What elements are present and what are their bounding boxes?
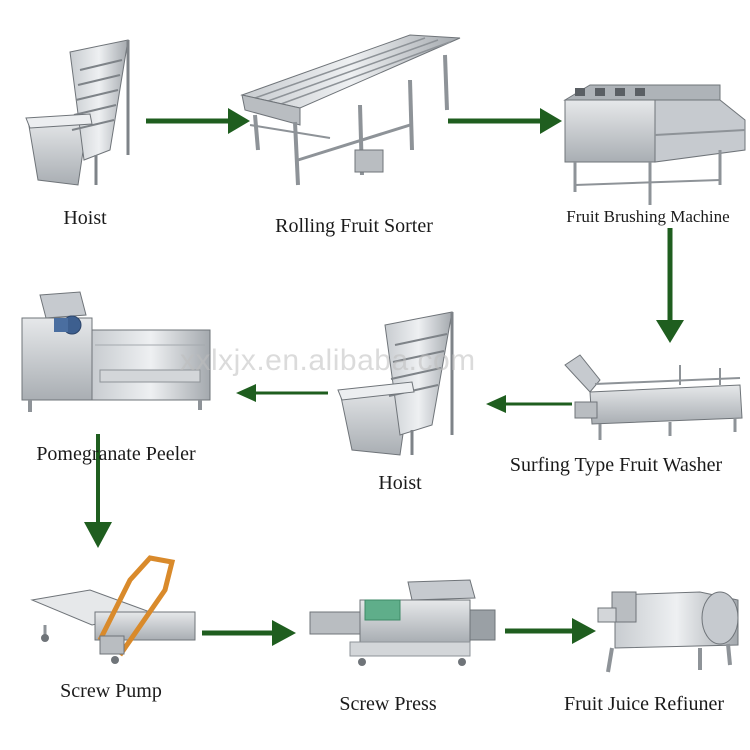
arrow-sorter-to-brushing bbox=[448, 108, 562, 134]
arrow-hoist-to-peeler bbox=[236, 384, 328, 402]
label-pomegranate-peeler: Pomegranate Peeler bbox=[36, 443, 196, 465]
arrow-press-to-refiner bbox=[505, 618, 596, 644]
label-fruit-juice-refiner: Fruit Juice Refiuner bbox=[564, 693, 724, 715]
arrow-pump-to-press bbox=[202, 620, 296, 646]
label-rolling-fruit-sorter: Rolling Fruit Sorter bbox=[275, 215, 433, 237]
label-screw-press: Screw Press bbox=[339, 693, 437, 715]
label-fruit-brushing-machine: Fruit Brushing Machine bbox=[566, 207, 730, 226]
label-screw-pump: Screw Pump bbox=[60, 680, 162, 702]
arrow-hoist-to-sorter bbox=[146, 108, 250, 134]
arrow-washer-to-hoist bbox=[486, 395, 572, 413]
watermark-text: xxlxjx.en.alibaba.com bbox=[180, 344, 476, 377]
pomegranate-peeler-machine bbox=[21, 291, 211, 412]
hoist-2-machine bbox=[337, 311, 454, 456]
label-hoist-1: Hoist bbox=[63, 207, 107, 229]
screw-press-machine bbox=[309, 579, 496, 666]
fruit-brushing-machine-unit bbox=[563, 84, 746, 205]
label-hoist-2: Hoist bbox=[378, 472, 422, 494]
surfing-type-fruit-washer-unit bbox=[564, 354, 743, 440]
hoist-1-machine bbox=[25, 39, 130, 186]
fruit-juice-refiner-machine bbox=[597, 591, 739, 673]
rolling-fruit-sorter-machine bbox=[240, 34, 461, 186]
screw-pump-machine bbox=[30, 555, 196, 664]
arrow-brushing-to-washer bbox=[656, 228, 684, 343]
arrow-peeler-to-pump bbox=[84, 434, 112, 548]
label-surfing-type-fruit-washer: Surfing Type Fruit Washer bbox=[509, 454, 723, 476]
